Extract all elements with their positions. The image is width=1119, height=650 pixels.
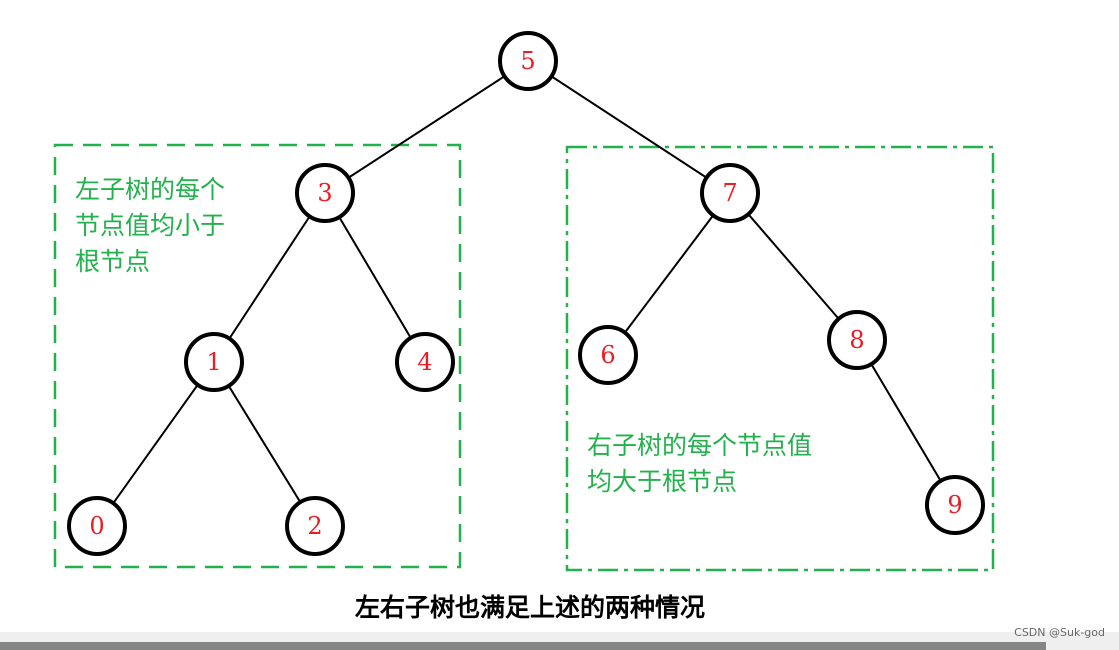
left-subtree-note: 左子树的每个 节点值均小于 根节点 xyxy=(75,172,225,280)
node-circle xyxy=(395,332,455,392)
node-circle xyxy=(285,496,345,556)
tree-node-2: 2 xyxy=(285,496,345,556)
edge-1-2 xyxy=(213,361,316,527)
horizontal-scrollbar[interactable] xyxy=(0,642,1046,650)
left-subtree-box xyxy=(53,143,462,569)
tree-node-9: 9 xyxy=(925,475,985,535)
edge-3-1 xyxy=(213,192,326,363)
node-label: 5 xyxy=(520,47,535,75)
node-circle xyxy=(295,163,355,223)
node-circle xyxy=(578,325,638,385)
edge-1-0 xyxy=(96,361,215,527)
node-label: 9 xyxy=(947,491,962,519)
node-circle xyxy=(184,332,244,392)
tree-node-4: 4 xyxy=(395,332,455,392)
note-line: 节点值均小于 xyxy=(75,211,226,240)
tree-node-0: 0 xyxy=(67,496,127,556)
edge-5-3 xyxy=(324,60,529,194)
right-subtree-box xyxy=(565,145,995,572)
node-label: 7 xyxy=(722,179,737,207)
edge-7-8 xyxy=(729,192,858,341)
caption: 左右子树也满足上述的两种情况 xyxy=(354,593,705,622)
tree-node-5: 5 xyxy=(498,31,558,91)
note-line: 均大于根节点 xyxy=(587,467,738,496)
tree-node-7: 7 xyxy=(700,163,760,223)
node-circle xyxy=(925,475,985,535)
tree-node-3: 3 xyxy=(295,163,355,223)
tree-node-6: 6 xyxy=(578,325,638,385)
edge-8-9 xyxy=(856,339,956,506)
node-circle xyxy=(498,31,558,91)
node-label: 1 xyxy=(206,348,221,376)
right-subtree-note: 右子树的每个节点值 均大于根节点 xyxy=(587,428,812,500)
note-line: 右子树的每个节点值 xyxy=(587,431,813,460)
node-circle xyxy=(700,163,760,223)
tree-node-1: 1 xyxy=(184,332,244,392)
node-label: 2 xyxy=(307,512,322,540)
watermark: CSDN @Suk-god xyxy=(1014,626,1105,639)
tree-node-8: 8 xyxy=(827,310,887,370)
note-line: 根节点 xyxy=(75,247,151,276)
node-label: 4 xyxy=(417,348,432,376)
edge-7-6 xyxy=(607,192,731,356)
node-label: 6 xyxy=(600,341,615,369)
note-line: 左子树的每个 xyxy=(75,175,226,204)
edge-3-4 xyxy=(324,192,426,363)
node-label: 3 xyxy=(317,179,332,207)
node-label: 8 xyxy=(849,326,864,354)
edge-5-7 xyxy=(527,60,731,194)
node-circle xyxy=(67,496,127,556)
node-circle xyxy=(827,310,887,370)
node-label: 0 xyxy=(89,512,104,540)
